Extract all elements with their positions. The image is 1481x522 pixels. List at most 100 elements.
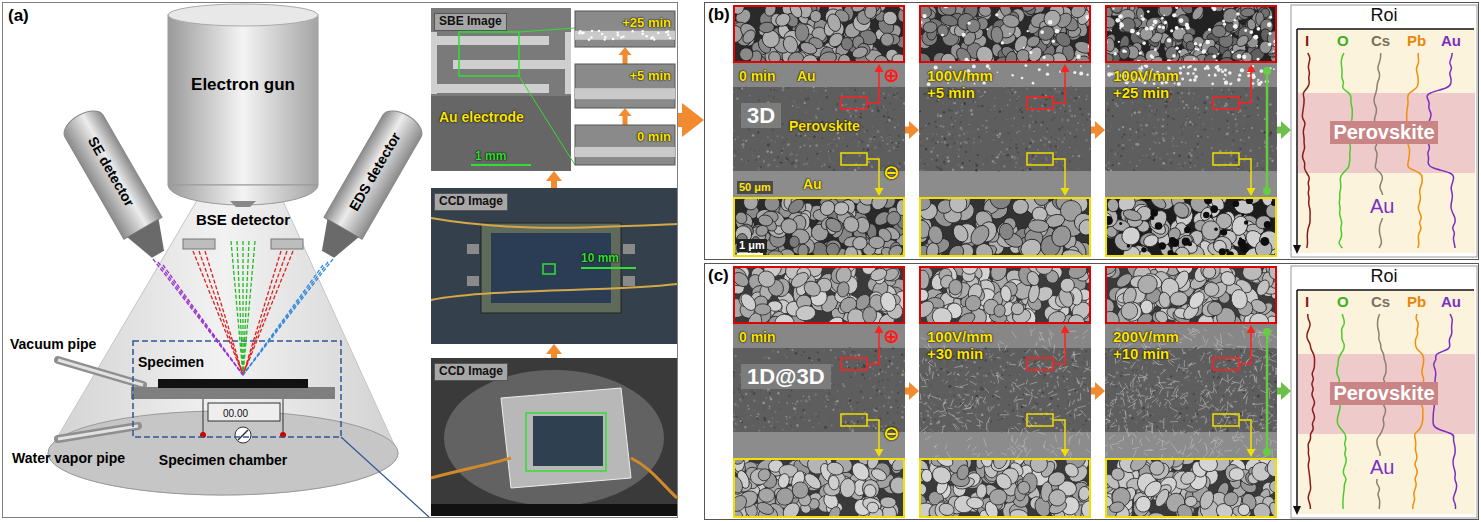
circle-shape bbox=[742, 143, 745, 146]
circle-shape bbox=[1003, 86, 1004, 87]
circle-shape bbox=[931, 140, 933, 142]
circle-shape bbox=[945, 159, 946, 160]
circle-shape bbox=[952, 126, 954, 128]
circle-shape bbox=[1079, 72, 1083, 76]
arrow-head bbox=[1281, 121, 1291, 139]
circle-shape bbox=[792, 105, 794, 107]
circle-shape bbox=[754, 150, 755, 151]
circle-shape bbox=[937, 113, 938, 114]
flow-arrow bbox=[619, 108, 632, 125]
circle-shape bbox=[1212, 55, 1216, 59]
circle-shape bbox=[1048, 127, 1051, 130]
circle-shape bbox=[1006, 158, 1007, 159]
circle-shape bbox=[805, 98, 807, 100]
circle-shape bbox=[960, 106, 962, 108]
circle-shape bbox=[1189, 121, 1191, 123]
circle-shape bbox=[893, 147, 896, 150]
circle-shape bbox=[831, 91, 832, 92]
circle-shape bbox=[800, 135, 802, 137]
circle-shape bbox=[937, 124, 939, 126]
ellipse-shape bbox=[758, 21, 774, 33]
circle-shape bbox=[1237, 54, 1242, 59]
circle-shape bbox=[1033, 129, 1036, 132]
circle-shape bbox=[1074, 115, 1076, 117]
ellipse-shape bbox=[884, 209, 903, 228]
circle-shape bbox=[1220, 126, 1222, 128]
circle-shape bbox=[777, 166, 778, 167]
rect-shape bbox=[575, 147, 675, 157]
circle-shape bbox=[773, 168, 775, 170]
circle-shape bbox=[733, 137, 736, 140]
circle-shape bbox=[1083, 128, 1086, 131]
circle-shape bbox=[779, 151, 781, 153]
circle-shape bbox=[1015, 147, 1018, 150]
circle-shape bbox=[1076, 55, 1080, 59]
image-tag: CCD Image bbox=[434, 363, 508, 381]
ellipse-shape bbox=[954, 45, 974, 63]
circle-shape bbox=[961, 104, 963, 106]
circle-shape bbox=[1142, 41, 1146, 45]
circle-shape bbox=[985, 158, 987, 160]
circle-shape bbox=[1024, 166, 1026, 168]
circle-shape bbox=[1032, 140, 1034, 142]
figure-panel: 0 minAu⊕3DPerovskiteAu⊖50 μm1 μm100V/mm … bbox=[704, 2, 1479, 260]
ellipse-shape bbox=[773, 11, 792, 29]
path-shape bbox=[1061, 188, 1070, 196]
line-shape bbox=[199, 251, 243, 375]
circle-shape bbox=[1170, 29, 1173, 32]
circle-shape bbox=[1066, 115, 1067, 116]
circle-shape bbox=[1090, 133, 1091, 135]
circle-shape bbox=[1269, 103, 1271, 105]
polarity-symbol: ⊕ bbox=[883, 64, 900, 87]
circle-shape bbox=[1014, 91, 1016, 93]
circle-shape bbox=[1026, 147, 1028, 149]
rect-shape bbox=[575, 64, 675, 108]
circle-shape bbox=[1003, 165, 1005, 167]
circle-shape bbox=[941, 141, 943, 143]
circle-shape bbox=[1222, 19, 1225, 22]
ellipse-shape bbox=[1028, 219, 1050, 233]
figure-panel: Electron gunSE detectorEDS detectorBSE d… bbox=[2, 2, 678, 518]
circle-shape bbox=[890, 140, 892, 142]
circle-shape bbox=[1223, 8, 1225, 10]
circle-shape bbox=[1244, 29, 1247, 32]
ellipse-shape bbox=[757, 214, 773, 227]
ellipse-shape bbox=[946, 242, 967, 257]
scale-label: 1 mm bbox=[475, 150, 506, 164]
circle-shape bbox=[1231, 51, 1234, 54]
circle-shape bbox=[803, 144, 805, 146]
circle-shape bbox=[948, 133, 950, 135]
rect-shape bbox=[565, 32, 571, 94]
circle-shape bbox=[1013, 93, 1016, 96]
circle-shape bbox=[738, 87, 740, 89]
circle-shape bbox=[1015, 162, 1018, 165]
circle-shape bbox=[1179, 18, 1184, 23]
circle-shape bbox=[1147, 10, 1150, 13]
circle-shape bbox=[1062, 165, 1064, 167]
circle-shape bbox=[828, 155, 830, 157]
circle-shape bbox=[834, 139, 835, 140]
circle-shape bbox=[1055, 152, 1056, 153]
circle-shape bbox=[903, 102, 905, 105]
circle-shape bbox=[979, 139, 980, 140]
circle-shape bbox=[771, 140, 773, 142]
circle-shape bbox=[969, 148, 971, 150]
circle-shape bbox=[1197, 143, 1199, 145]
circle-shape bbox=[876, 169, 878, 171]
circle-shape bbox=[612, 38, 614, 40]
line-shape bbox=[283, 399, 284, 435]
circle-shape bbox=[745, 87, 747, 89]
text-holder: CCD Image bbox=[434, 361, 508, 381]
circle-shape bbox=[904, 97, 905, 100]
circle-shape bbox=[750, 129, 752, 131]
scale-label: 1 μm bbox=[737, 239, 767, 252]
circle-shape bbox=[1021, 111, 1023, 113]
circle-shape bbox=[1088, 111, 1091, 114]
circle-shape bbox=[816, 153, 818, 155]
circle-shape bbox=[829, 150, 831, 152]
circle-shape bbox=[653, 38, 655, 40]
circle-shape bbox=[1022, 143, 1024, 145]
circle-shape bbox=[1040, 30, 1044, 34]
circle-shape bbox=[876, 131, 878, 133]
ellipse-shape bbox=[798, 40, 818, 56]
